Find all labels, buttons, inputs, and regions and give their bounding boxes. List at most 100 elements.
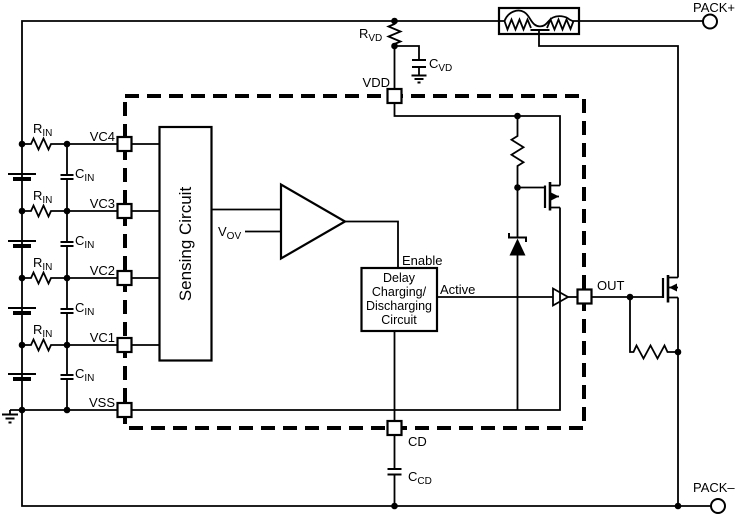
rin-row-vc1	[22, 337, 118, 353]
junction-dot	[18, 406, 26, 414]
cvd-ground-bars	[411, 74, 427, 84]
rin-label-3: RIN	[33, 255, 52, 273]
rin-label-4: RIN	[33, 322, 52, 340]
vdd-supply-branch	[386, 21, 427, 89]
fuse-tap-to-drain-wire	[538, 31, 679, 278]
delay-box	[360, 266, 439, 333]
external-mosfet	[591, 275, 679, 506]
vdd-pin	[386, 87, 403, 105]
junction-dots	[18, 17, 682, 510]
delay-box-line1: Delay	[383, 271, 416, 285]
comparator-output-wire	[345, 220, 399, 268]
vdd-pin-label: VDD	[363, 75, 390, 90]
rin-row-vc2	[22, 270, 118, 286]
ground-bars	[2, 413, 18, 424]
out-pin	[576, 288, 593, 305]
fet-body-arrow	[669, 283, 677, 292]
vov-label: VOV	[218, 224, 241, 242]
pack-minus-terminal	[710, 498, 726, 514]
rvd-label: RVD	[359, 26, 382, 44]
zener-anode-triangle	[509, 238, 526, 256]
cap-plates	[60, 308, 74, 314]
ic-pins	[116, 87, 593, 437]
cin-label-2: CIN	[75, 233, 94, 251]
cin-cap-3	[60, 278, 74, 345]
cap-plates	[60, 174, 74, 180]
enable-signal-label: Enable	[402, 253, 442, 268]
cin-cap-2	[60, 211, 74, 278]
junction-dot	[18, 140, 26, 148]
junction-dot	[63, 274, 71, 282]
cin-label-4: CIN	[75, 366, 94, 384]
rin-label-1: RIN	[33, 121, 52, 139]
junction-dot	[391, 42, 398, 50]
ic-boundary	[123, 94, 586, 430]
fuse-left-element	[499, 17, 532, 33]
clamp-resistor	[509, 116, 526, 188]
ccd-plates	[387, 468, 402, 476]
battery-stack	[2, 136, 118, 424]
vss-pin	[116, 401, 133, 419]
rin-row-vc4	[22, 136, 118, 152]
junction-dot	[18, 207, 26, 215]
junction-dot	[391, 17, 398, 25]
comparator	[211, 182, 399, 268]
junction-dot	[674, 502, 682, 510]
pmos-arrow	[551, 192, 559, 201]
cd-pin-label: CD	[408, 434, 427, 449]
thermal-fuse	[497, 6, 581, 36]
battery-cell-2	[8, 240, 36, 248]
vc2-pin-label: VC2	[90, 263, 115, 278]
delay-box-line3: Discharging	[366, 299, 432, 313]
cd-pin	[386, 419, 403, 437]
zener-diode	[508, 187, 527, 410]
junction-dot	[626, 293, 634, 301]
junction-dot	[514, 112, 521, 120]
vc4-pin	[116, 135, 133, 153]
pack-plus-label: PACK+	[693, 0, 735, 15]
out-pin-label: OUT	[597, 278, 625, 293]
cvd-branch-wire	[394, 45, 420, 75]
delay-circuit-block: Delay Charging/ Discharging Circuit	[360, 266, 553, 421]
cvd-label: CVD	[429, 56, 452, 74]
fuse-thermal-dome	[503, 9, 574, 28]
cap-plates	[60, 241, 74, 247]
gate-source-resistor	[629, 297, 678, 361]
delay-box-line2: Charging/	[372, 285, 427, 299]
pack-minus-label: PACK–	[693, 480, 735, 495]
vdd-internal-wire	[393, 103, 561, 186]
battery-cell-1	[8, 173, 36, 181]
vc2-pin	[116, 269, 133, 287]
battery-cell-3	[8, 307, 36, 315]
vc4-pin-label: VC4	[90, 129, 115, 144]
comparator-triangle	[279, 182, 348, 261]
ccd-branch	[387, 435, 402, 506]
sensing-box-label: Sensing Circuit	[176, 187, 195, 302]
junction-dot	[18, 341, 26, 349]
ccd-label: CCD	[408, 469, 432, 487]
fuse-right-element	[546, 17, 579, 32]
sensing-box	[158, 125, 213, 362]
junction-dot	[63, 341, 71, 349]
active-signal-label: Active	[440, 282, 475, 297]
junction-dot	[674, 348, 682, 356]
junction-dot	[391, 502, 398, 510]
pack-plus-left-rail-wire	[21, 20, 711, 507]
cap-plates	[60, 374, 74, 380]
junction-dot	[514, 184, 521, 191]
cin-label-1: CIN	[75, 166, 94, 184]
sensing-circuit-block: Sensing Circuit	[131, 125, 213, 362]
vc3-pin	[116, 202, 133, 220]
internal-clamp	[393, 103, 561, 410]
junction-dot	[63, 207, 71, 215]
zener-cathode-bar	[508, 233, 527, 242]
rvd-resistor	[386, 21, 403, 89]
cin-cap-1	[60, 144, 74, 211]
junction-dot	[63, 140, 71, 148]
vss-internal-rail	[131, 207, 561, 411]
vc1-pin	[116, 336, 133, 354]
rin-row-vc3	[22, 203, 118, 219]
internal-pmos	[543, 182, 560, 211]
ground-symbol	[2, 410, 18, 424]
